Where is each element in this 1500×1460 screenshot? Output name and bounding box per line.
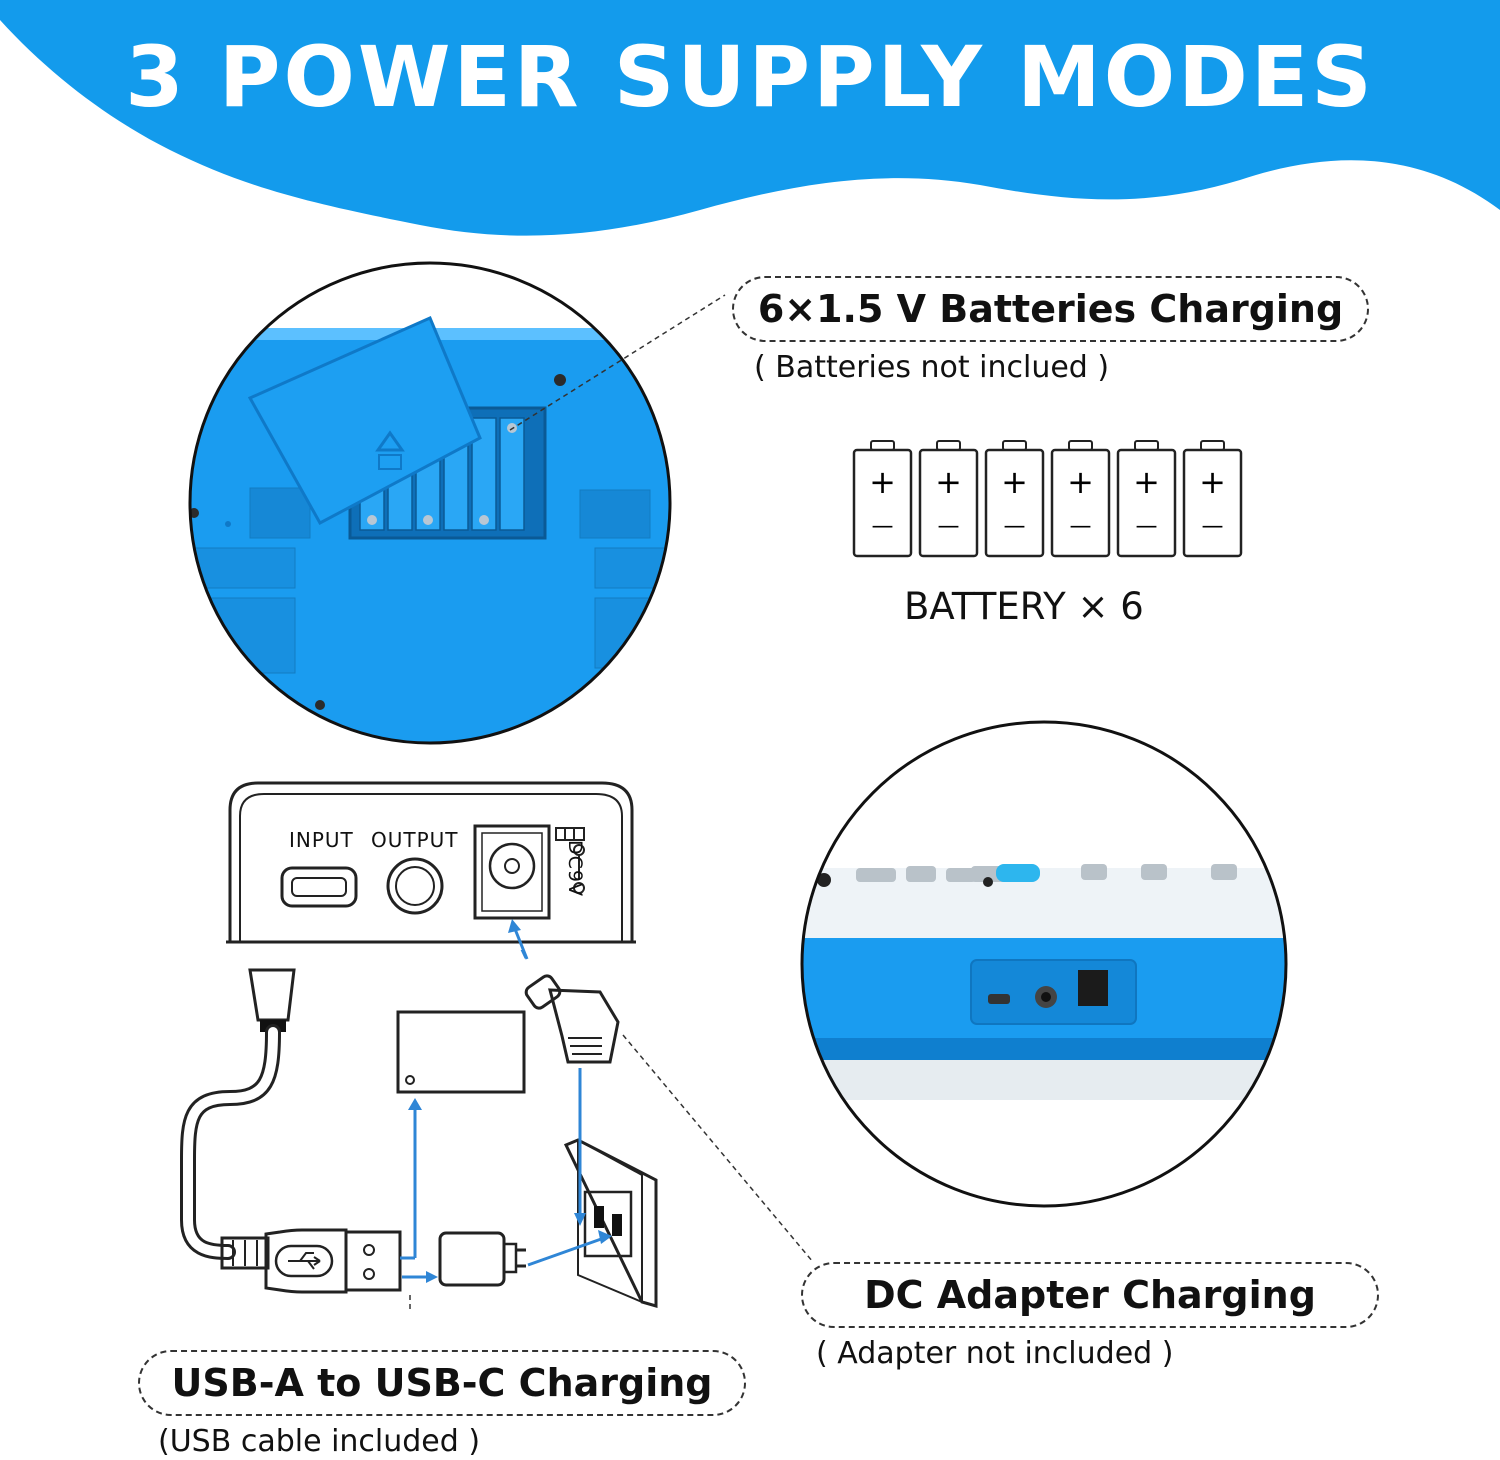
dc-plug-icon: [524, 974, 620, 1064]
input-port-label: INPUT: [289, 828, 354, 852]
output-jack-icon: [386, 857, 444, 915]
battery-icon-row: +—+—+—+—+—+—: [852, 440, 1243, 558]
battery-icon: +—: [1116, 440, 1177, 558]
battery-plus-sign: +: [869, 463, 896, 501]
dc-port-label: DC9V: [564, 840, 586, 897]
battery-minus-sign: —: [1136, 514, 1158, 539]
battery-plus-sign: +: [1001, 463, 1028, 501]
battery-leader-line: [509, 294, 726, 431]
wall-socket-icon: [563, 1138, 658, 1308]
charging-connections-illustration: [180, 950, 658, 1310]
battery-plus-sign: +: [1199, 463, 1226, 501]
dc-jack-icon: [473, 824, 551, 920]
battery-icon: +—: [1182, 440, 1243, 558]
wall-adapter-icon: [438, 1231, 506, 1287]
battery-icon: +—: [1050, 440, 1111, 558]
dc-arrow: [508, 919, 529, 960]
page-title: 3 POWER SUPPLY MODES: [125, 28, 1375, 126]
dc-note: ( Adapter not included ): [816, 1336, 1174, 1371]
computer-device-icon: [396, 1010, 526, 1094]
battery-compartment-photo: [188, 261, 672, 745]
battery-minus-sign: —: [872, 514, 894, 539]
polarity-icon: [555, 827, 585, 894]
input-port-icon: [280, 866, 358, 908]
header-banner: [0, 0, 1500, 236]
batteries-mode-title: 6×1.5 V Batteries Charging: [757, 287, 1344, 331]
dc-mode-title: DC Adapter Charging: [864, 1273, 1316, 1317]
battery-minus-sign: —: [938, 514, 960, 539]
dc-mode-label: DC Adapter Charging: [801, 1262, 1379, 1328]
battery-minus-sign: —: [1202, 514, 1224, 539]
usb-mode-label: USB-A to USB-C Charging: [138, 1350, 746, 1416]
battery-icon: +—: [984, 440, 1045, 558]
banner-wave: [0, 0, 1500, 236]
battery-minus-sign: —: [1004, 514, 1026, 539]
batteries-mode-label: 6×1.5 V Batteries Charging: [732, 276, 1369, 342]
port-panel-illustration: [226, 781, 636, 944]
usb-note: (USB cable included ): [158, 1424, 481, 1459]
batteries-note: ( Batteries not inclued ): [754, 350, 1110, 385]
battery-plus-sign: +: [1067, 463, 1094, 501]
keyboard-side-photo: [800, 720, 1288, 1208]
battery-icon: +—: [918, 440, 979, 558]
usb-a-plug-icon: [264, 1228, 348, 1294]
battery-icon: +—: [852, 440, 913, 558]
usb-c-plug-icon: [248, 968, 296, 1022]
usb-mode-title: USB-A to USB-C Charging: [171, 1361, 713, 1405]
battery-plus-sign: +: [935, 463, 962, 501]
battery-minus-sign: —: [1070, 514, 1092, 539]
dc-leader-line: [622, 1034, 814, 1263]
battery-plus-sign: +: [1133, 463, 1160, 501]
battery-count-label: BATTERY × 6: [904, 585, 1144, 628]
output-port-label: OUTPUT: [371, 828, 459, 852]
